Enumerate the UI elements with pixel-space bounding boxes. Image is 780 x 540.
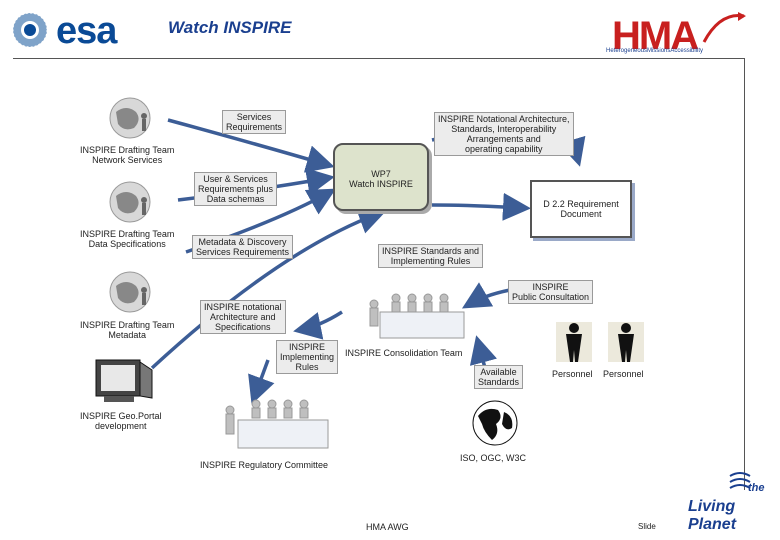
personnel-1-label: Personnel	[552, 369, 593, 379]
monitor-icon	[94, 356, 156, 406]
notional-architecture-top-box: INSPIRE Notational Architecture,Standard…	[434, 112, 574, 156]
regulatory-committee-icon	[216, 398, 332, 452]
personnel-2-icon	[606, 318, 646, 366]
consolidation-team-label: INSPIRE Consolidation Team	[345, 348, 462, 358]
drafting-team-data-icon	[106, 178, 158, 226]
footer-center-text: HMA AWG	[366, 522, 409, 532]
iso-ogc-w3c-label: ISO, OGC, W3C	[460, 453, 526, 463]
personnel-2-label: Personnel	[603, 369, 644, 379]
regulatory-committee-label: INSPIRE Regulatory Committee	[200, 460, 328, 470]
living-planet-the: the	[748, 482, 765, 494]
footer-slide-text: Slide	[638, 522, 656, 531]
drafting-team-metadata-icon	[106, 268, 158, 316]
personnel-1-icon	[554, 318, 594, 366]
drafting-team-network-icon	[106, 94, 158, 142]
world-globe-icon	[470, 398, 522, 448]
consolidation-team-icon	[360, 292, 466, 344]
living-planet-logo: Living Planet	[688, 498, 780, 534]
